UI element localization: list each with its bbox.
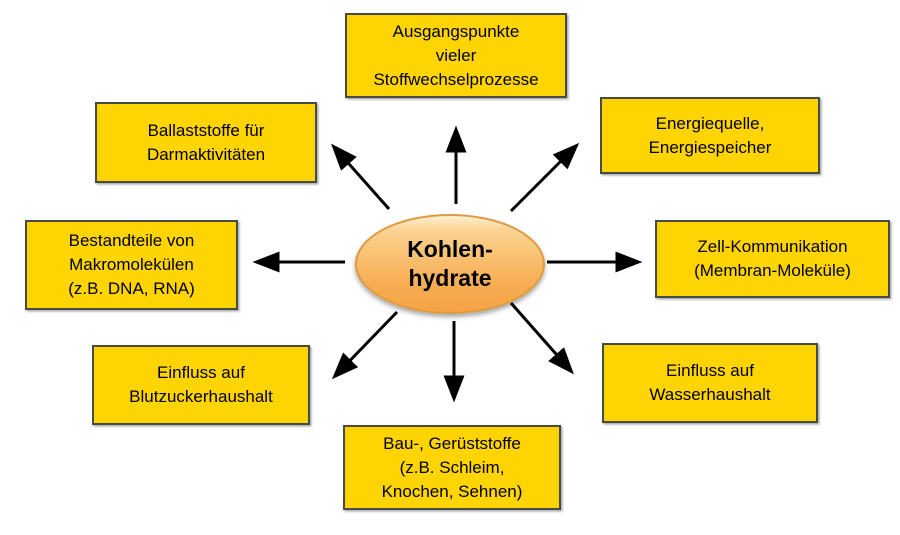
node-ballaststoffe: Ballaststoffe für Darmaktivitäten (95, 102, 317, 183)
node-text-line: Ausgangspunkte (392, 21, 520, 41)
node-text-line: Bau-, Gerüststoffe (383, 433, 521, 453)
node-zell-kommunikation: Zell-Kommunikation (Membran-Moleküle) (655, 220, 890, 298)
node-text-line: Ballaststoffe für (147, 120, 265, 140)
node-energiequelle: Energiequelle, Energiespeicher (600, 97, 820, 174)
node-text-line: Knochen, Sehnen) (381, 481, 523, 501)
center-text-line: Kohlen- (407, 236, 493, 262)
arrow-north-west (331, 143, 391, 210)
arrow-south-east (509, 302, 574, 375)
node-text-line: Wasserhaushalt (649, 385, 771, 404)
node-blutzuckerhaushalt: Einfluss auf Blutzuckerhaushalt (92, 345, 310, 425)
node-text-line: Darmaktivitäten (146, 144, 266, 164)
node-text-line: (Membran-Moleküle) (694, 261, 851, 280)
center-text-line: hydrate (408, 265, 492, 291)
node-text-line: Makromolekülen (69, 255, 194, 274)
node-makromolekule: Bestandteile von Makromolekülen (z.B. DN… (25, 220, 238, 310)
node-text-line: Stoffwechselprozesse (373, 69, 539, 89)
node-bau-geruststoffe: Bau-, Gerüststoffe (z.B. Schleim, Knoche… (343, 425, 561, 510)
node-text-line: Energiequelle, (655, 113, 765, 133)
node-text-line: (z.B. DNA, RNA) (68, 279, 195, 298)
node-text-line: vieler (435, 45, 477, 65)
node-text-line: Zell-Kommunikation (697, 237, 848, 256)
node-text-line: (z.B. Schleim, (399, 457, 505, 477)
arrow-north-east (509, 142, 580, 213)
node-stoffwechselprozesse: Ausgangspunkte vieler Stoffwechselprozes… (345, 13, 567, 98)
node-text-line: Bestandteile von (68, 231, 195, 250)
arrow-south-west (331, 310, 399, 380)
node-text-line: Einfluss auf (666, 361, 754, 380)
center-ellipse-kohlenhydrate: Kohlen- hydrate (355, 214, 545, 314)
node-text-line: Energiespeicher (648, 137, 772, 157)
node-text-line: Einfluss auf (157, 363, 245, 382)
node-wasserhaushalt: Einfluss auf Wasserhaushalt (602, 343, 818, 423)
node-text-line: Blutzuckerhaushalt (129, 387, 273, 406)
